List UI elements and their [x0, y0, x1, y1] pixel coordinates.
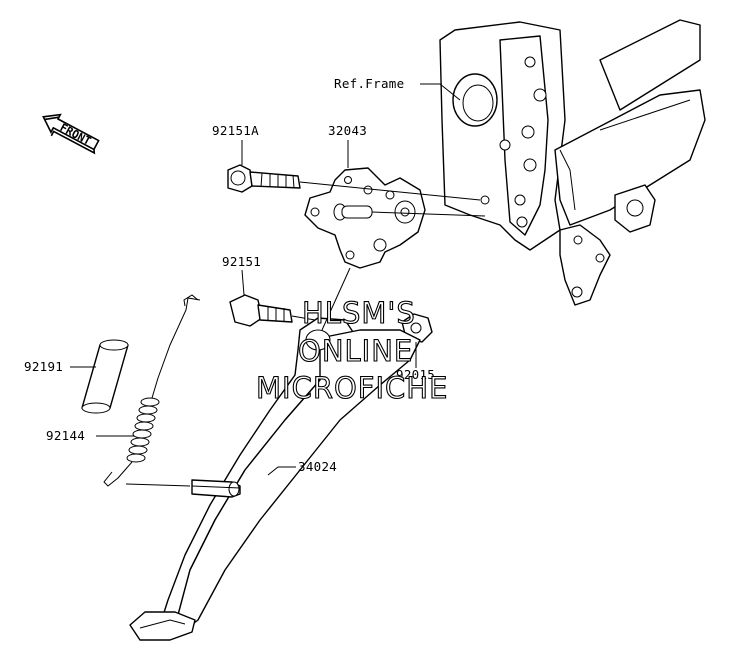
- watermark-line-2: ONLINE: [298, 334, 413, 368]
- front-direction-arrow: FRONT: [42, 113, 100, 155]
- label-92144: 92144: [46, 428, 85, 443]
- watermark-line-1: HLSM'S: [302, 296, 416, 330]
- frame-reference: [439, 19, 706, 306]
- spring-pin: [191, 479, 241, 498]
- label-92151: 92151: [222, 254, 261, 269]
- watermark-line-3: MICROFICHE: [256, 371, 448, 405]
- leader-lines: [70, 83, 486, 489]
- front-label: FRONT: [58, 121, 94, 148]
- collar-92191: [81, 339, 129, 414]
- label-34024: 34024: [298, 459, 337, 474]
- watermark: HLSM'S ONLINE MICROFICHE: [255, 295, 448, 405]
- stand-bracket-32043: [304, 167, 426, 269]
- label-92151A: 92151A: [212, 123, 259, 138]
- spring-92144: [103, 294, 201, 487]
- bolt-92151: [229, 294, 293, 327]
- label-92191: 92191: [24, 359, 63, 374]
- label-ref-frame: Ref.Frame: [334, 76, 404, 91]
- side-stand-34024: [129, 317, 421, 641]
- bolt-92151A: [227, 164, 301, 193]
- label-92015: 92015: [396, 367, 435, 382]
- label-32043: 32043: [328, 123, 367, 138]
